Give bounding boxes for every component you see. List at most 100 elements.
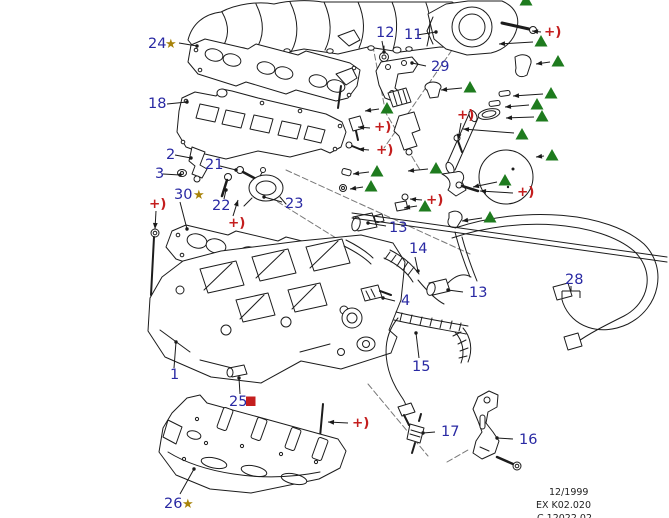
part-label-23-7-dot: [262, 195, 266, 199]
check-mark-7: [535, 110, 549, 122]
part-label-24-0[interactable]: 24: [148, 36, 166, 52]
check-mark-10-arrow: [408, 168, 415, 173]
part-label-16-18[interactable]: 16: [519, 432, 537, 448]
note-mark-7-arrow: [410, 197, 417, 202]
part-label-21-4-leader: [219, 165, 237, 171]
part-label-12-8-leader: [381, 40, 385, 53]
part-label-23-7[interactable]: 23: [285, 196, 303, 212]
check-mark-4: [544, 87, 558, 99]
part-label-26-21-leader: [179, 468, 195, 495]
part-label-16-18-dot: [495, 436, 499, 440]
part-label-3-3[interactable]: 3: [155, 166, 164, 182]
part-label-13-11[interactable]: 13: [389, 220, 407, 236]
check-mark-6-arrow: [365, 107, 372, 113]
note-mark-2: +): [544, 24, 561, 40]
part-label-18-1[interactable]: 18: [148, 96, 166, 112]
note-mark-5: +): [376, 142, 393, 158]
note-mark-6: +): [517, 184, 534, 200]
part-label-1-19[interactable]: 1: [170, 367, 179, 383]
part-label-18-1-leader: [166, 101, 188, 105]
note-mark-0: +): [149, 196, 166, 212]
part-label-11-9[interactable]: 11: [404, 27, 422, 43]
part-label-28-15[interactable]: 28: [565, 272, 583, 288]
star-marker: ★: [182, 497, 194, 512]
gasket-24-art: [187, 38, 361, 102]
check-mark-6: [380, 102, 394, 114]
part-label-22-5-dot: [224, 188, 228, 192]
square-marker: [246, 396, 256, 406]
part-label-14-12[interactable]: 14: [409, 241, 427, 257]
check-mark-15: [483, 211, 497, 223]
part-label-29-10-leader: [411, 62, 427, 67]
check-mark-0: [519, 0, 533, 6]
note-mark-7: +): [426, 192, 443, 208]
check-mark-3: [463, 81, 477, 93]
check-mark-10: [429, 162, 443, 174]
check-mark-8: [515, 128, 529, 140]
note-mark-1: +): [228, 215, 245, 231]
part-label-21-4[interactable]: 21: [205, 157, 223, 173]
part-label-30-6[interactable]: 30: [174, 187, 192, 203]
part-label-2-2-leader: [174, 154, 192, 159]
injector-rail-column-art: [339, 81, 534, 228]
drawing-code: C 12022.02: [537, 513, 592, 518]
harness-15-sensor-17-art: [385, 311, 472, 454]
part-label-12-8-dot: [382, 50, 386, 54]
check-mark-5-arrow: [505, 104, 512, 109]
part-label-25-20-dot: [237, 376, 241, 380]
part-label-17-17-leader: [422, 431, 436, 434]
part-label-22-5[interactable]: 22: [212, 198, 230, 214]
sensor-12-bracket-29-art: [335, 29, 419, 109]
part-label-2-2[interactable]: 2: [166, 147, 175, 163]
small-fittings-right-art: [477, 54, 532, 120]
part-label-21-4-dot: [234, 168, 238, 172]
throttle-body-art: [426, 0, 537, 56]
check-mark-11-arrow: [353, 170, 360, 176]
note-mark-5-arrow: [358, 147, 365, 152]
part-label-15-16-dot: [414, 331, 418, 335]
part-label-17-17[interactable]: 17: [441, 424, 459, 440]
part-label-4-13-dot: [381, 296, 385, 300]
check-mark-11: [370, 165, 384, 177]
note-mark-3-arrow: [456, 133, 462, 140]
part-label-24-0-dot: [195, 44, 199, 48]
star-marker: ★: [193, 188, 205, 203]
part-label-25-20[interactable]: 25: [229, 394, 247, 410]
part-label-4-13-leader: [382, 297, 396, 302]
part-label-30-6-leader: [179, 201, 188, 230]
part-label-16-18-leader: [496, 437, 514, 440]
check-mark-15-arrow: [462, 217, 469, 223]
part-label-13-14-leader: [447, 289, 464, 293]
injector-2-seal-3-art: [177, 146, 208, 183]
note-mark-8: +): [352, 415, 369, 431]
note-mark-4: +): [374, 119, 391, 135]
check-mark-7-arrow: [506, 115, 513, 121]
check-mark-4-arrow: [513, 93, 520, 98]
check-mark-9-arrow: [536, 153, 543, 159]
part-label-1-19-dot: [174, 340, 178, 344]
part-label-11-9-leader: [416, 31, 437, 36]
check-mark-13-arrow: [350, 185, 357, 191]
part-label-13-11-dot: [366, 221, 370, 225]
part-label-29-10[interactable]: 29: [431, 59, 449, 75]
part-label-17-17-dot: [421, 431, 425, 435]
part-label-15-16[interactable]: 15: [412, 359, 430, 375]
part-label-18-1-dot: [185, 100, 189, 104]
part-label-24-0-leader: [178, 42, 198, 47]
part-label-13-11-leader: [367, 222, 387, 227]
check-mark-1-arrow: [499, 41, 506, 47]
cylinder-head-art: [147, 234, 406, 384]
check-mark-14: [418, 200, 432, 212]
part-label-26-21[interactable]: 26: [164, 496, 182, 512]
part-label-12-8[interactable]: 12: [376, 25, 394, 41]
plate-18-art: [176, 88, 347, 160]
sensors-13-14-4-art: [343, 212, 668, 305]
part-label-13-14[interactable]: 13: [469, 285, 487, 301]
part-label-11-9-dot: [434, 30, 438, 34]
note-mark-0-arrow: [152, 222, 158, 229]
part-label-4-13[interactable]: 4: [401, 293, 410, 309]
check-mark-8-arrow: [463, 127, 470, 132]
check-mark-1: [534, 35, 548, 47]
